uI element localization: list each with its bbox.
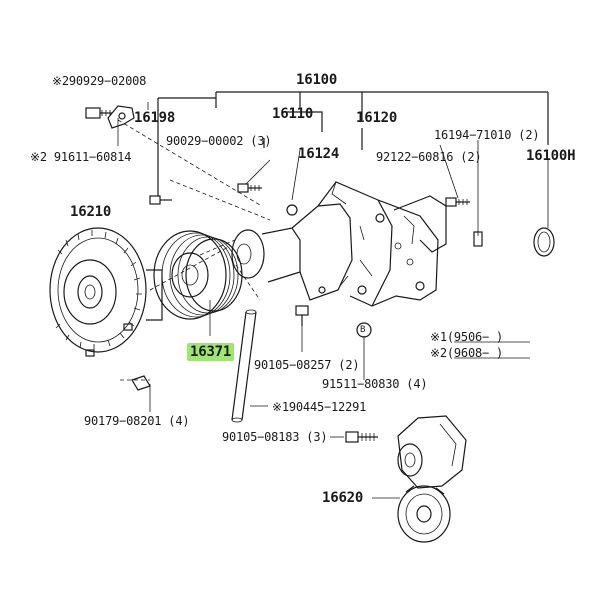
label-90179-08201: 90179−08201 (4) [84, 414, 190, 428]
bolt-90029-icon [237, 183, 262, 193]
label-16124: 16124 [298, 146, 340, 162]
label-16120: 16120 [356, 110, 398, 126]
bolt-90105-08257-icon [295, 305, 309, 326]
label-16110: 16110 [272, 106, 314, 122]
bolt-90105-08183-icon [345, 431, 378, 443]
tensioner-icon [397, 415, 467, 543]
label-B: B [360, 325, 366, 335]
label-190445-12291: ※190445−12291 [272, 400, 367, 414]
label-16371: 16371 [187, 343, 235, 361]
label-16100: 16100 [296, 72, 338, 88]
label-92122-60816: 92122−60816 (2) [376, 150, 482, 164]
label-16210: 16210 [70, 204, 112, 220]
o-ring-icon [533, 227, 555, 257]
label-note-2: ※2(9608− ) [430, 346, 504, 360]
pulley-icon [153, 230, 243, 320]
label-90105-08257: 90105−08257 (2) [254, 358, 360, 372]
label-16100H: 16100H [526, 148, 576, 164]
dashed-leaders [117, 119, 271, 381]
leader-lines [117, 102, 549, 499]
stud-16194-icon [473, 231, 483, 247]
bolt-92122-icon [445, 197, 470, 207]
label-91611-60814: ※2 91611−60814 [30, 150, 132, 164]
fan-coupling-icon [49, 227, 163, 357]
nut-90179-icon [131, 375, 151, 391]
notes-underline [454, 341, 530, 359]
bolt-91611-icon [85, 107, 112, 119]
bracket-lines [157, 91, 549, 196]
label-91511-80830: 91511−80830 (4) [322, 377, 428, 391]
label-16194-71010: 16194−71010 (2) [434, 128, 540, 142]
label-90029-00002: 90029−00002 (3) [166, 134, 272, 148]
bracket-16198-icon [107, 105, 135, 129]
bolt-left-icon [149, 195, 172, 205]
label-note-1: ※1(9506− ) [430, 330, 504, 344]
pipe-icon [231, 309, 257, 423]
washer-91511-icon [356, 322, 372, 338]
water-pump-icon [231, 181, 447, 307]
label-16620: 16620 [322, 490, 364, 506]
label-90105-08183: 90105−08183 (3) [222, 430, 328, 444]
label-290929-02008: ※290929−02008 [52, 74, 147, 88]
label-16198: 16198 [134, 110, 176, 126]
